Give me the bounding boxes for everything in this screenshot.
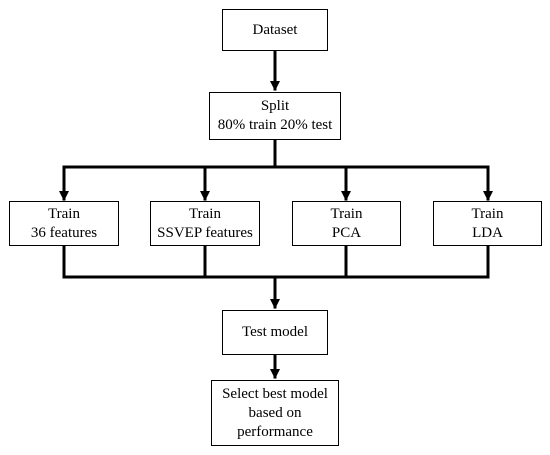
train-ssvep-title: Train [189, 205, 221, 222]
split-title: Split [260, 98, 290, 114]
test-model-label: Test model [241, 324, 309, 340]
train-lda-title: Train [471, 205, 504, 222]
dataset-box: Dataset [222, 9, 328, 51]
train-lda-detail: LDA [472, 224, 503, 241]
select-best-model-box: Select best model based on performance [211, 380, 339, 446]
dataset-label: Dataset [252, 21, 298, 38]
train-36-title: Train [48, 205, 80, 222]
train-pca-title: Train [330, 205, 363, 222]
split-ratio: 80% train 20% test [217, 117, 333, 133]
train-pca-box: Train PCA [292, 201, 401, 246]
select-best-line-2: based on [248, 404, 302, 421]
train-36-features-box: Train 36 features [9, 201, 119, 246]
select-best-line-1: Select best model [222, 385, 328, 402]
train-lda-box: Train LDA [433, 201, 542, 246]
select-best-line-3: performance [237, 423, 313, 440]
train-ssvep-features-box: Train SSVEP features [150, 201, 260, 246]
test-model-box: Test model [222, 310, 328, 355]
train-pca-detail: PCA [331, 224, 362, 241]
split-box: Split 80% train 20% test [209, 92, 341, 140]
train-ssvep-detail: SSVEP features [157, 224, 253, 241]
train-36-detail: 36 features [30, 224, 98, 241]
